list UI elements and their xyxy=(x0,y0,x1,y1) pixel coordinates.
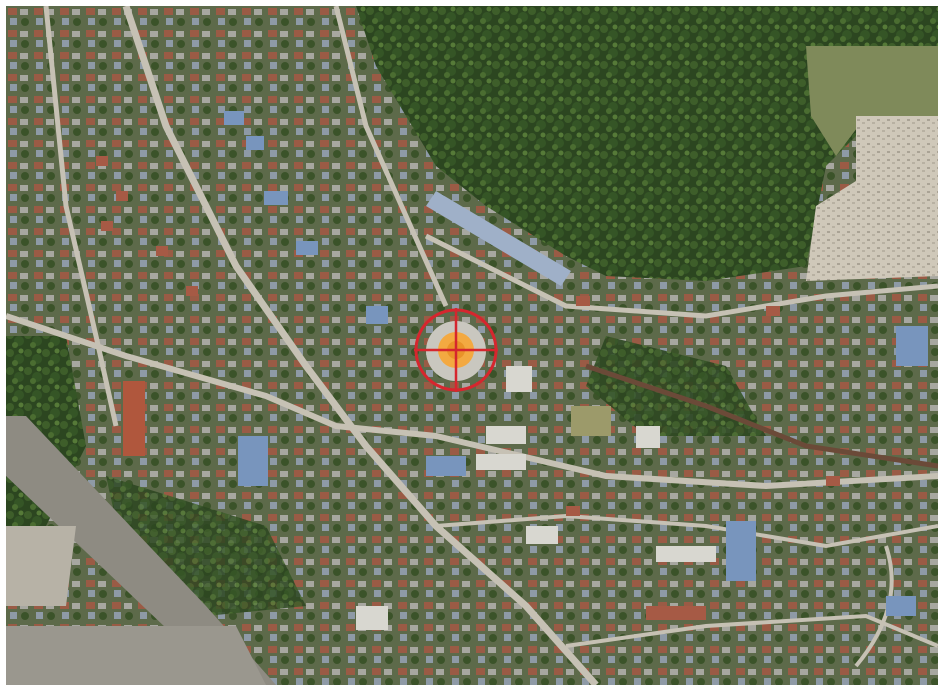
railway-line xyxy=(585,363,938,469)
parking-area xyxy=(6,626,266,685)
road-network xyxy=(6,6,938,685)
blue-roof-buildings xyxy=(224,111,928,616)
rail-yard xyxy=(6,526,76,606)
grey-roof-buildings xyxy=(356,366,716,630)
location-target-marker[interactable] xyxy=(412,306,500,394)
forest-area xyxy=(356,6,938,281)
satellite-map[interactable] xyxy=(6,6,938,685)
satellite-image xyxy=(6,6,938,685)
field-area xyxy=(806,46,938,156)
red-roof-houses xyxy=(96,156,840,620)
long-apartment-block xyxy=(426,191,571,286)
sports-field xyxy=(571,406,611,436)
red-roof-building xyxy=(123,381,145,456)
highway xyxy=(6,416,276,685)
crosshair-target-icon xyxy=(414,308,498,392)
cemetery-area xyxy=(806,116,938,281)
